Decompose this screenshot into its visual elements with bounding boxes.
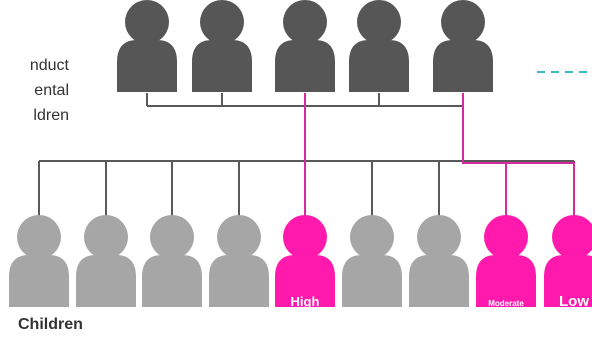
child-3-figure-body [142, 255, 202, 307]
child-6-figure-head [350, 215, 394, 259]
child-9-figure [544, 215, 592, 307]
child-8-figure-head [484, 215, 528, 259]
parent-2-figure-head [200, 0, 244, 44]
child-5-figure [275, 215, 335, 307]
child-4-figure-body [209, 255, 269, 307]
child-7-figure-body [409, 255, 469, 307]
parent-5-figure-body [433, 40, 493, 92]
child-7-figure-head [417, 215, 461, 259]
parent-3-figure-head [283, 0, 327, 44]
parent-5-risk-link [462, 106, 575, 227]
child-2-figure-head [84, 215, 128, 259]
parent-4-figure-head [357, 0, 401, 44]
parent-4-figure-body [349, 40, 409, 92]
child-9-figure-head [552, 215, 592, 259]
parent-4-figure [349, 0, 409, 92]
child-3-figure [142, 215, 202, 307]
parent-2-figure-body [192, 40, 252, 92]
child-9-figure-body [544, 255, 592, 307]
intro-text-line-3: ldren [33, 107, 69, 124]
parent-2-figure [192, 0, 252, 92]
child-4-figure-head [217, 215, 261, 259]
parent-1-figure-head [125, 0, 169, 44]
child-2-figure [76, 215, 136, 307]
child-5-figure-body [275, 255, 335, 307]
child-1-figure [9, 215, 69, 307]
child-6-figure-body [342, 255, 402, 307]
parent-3-figure [275, 0, 335, 92]
parent-1-figure-body [117, 40, 177, 92]
child-8-figure-body [476, 255, 536, 307]
parent-1-figure [117, 0, 177, 92]
child-5-figure-head [283, 215, 327, 259]
child-2-figure-body [76, 255, 136, 307]
intro-text-line-1: nduct [29, 57, 69, 74]
child-1-figure-body [9, 255, 69, 307]
child-9-risk-label: Low [559, 293, 589, 310]
child-6-figure [342, 215, 402, 307]
child-7-figure [409, 215, 469, 307]
child-3-figure-head [150, 215, 194, 259]
child-8-risk-label: Moderate [488, 299, 524, 308]
child-1-figure-head [17, 215, 61, 259]
parent-5-figure-head [441, 0, 485, 44]
children-label: Children [18, 316, 83, 333]
parent-3-figure-body [275, 40, 335, 92]
child-4-figure [209, 215, 269, 307]
intro-text-line-2: ental [34, 82, 69, 99]
child-8-figure [476, 215, 536, 307]
child-5-risk-label: High [291, 294, 320, 309]
parent-5-figure [433, 0, 493, 92]
